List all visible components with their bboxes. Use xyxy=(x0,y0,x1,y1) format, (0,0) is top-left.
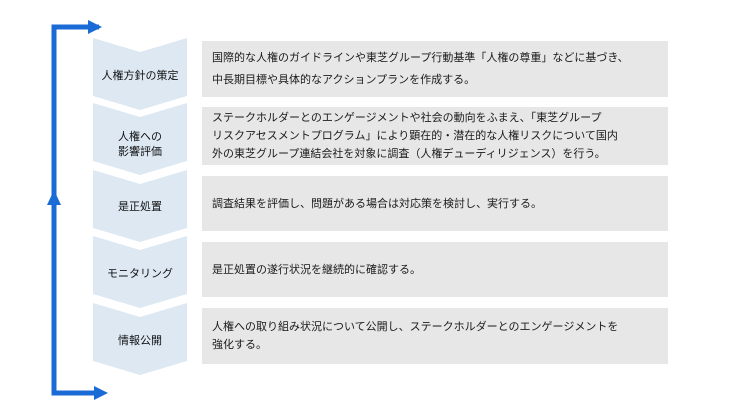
description-text: 人権への取り組み状況について公開し、ステークホルダーとのエンゲージメントを 強化… xyxy=(212,320,619,351)
step-label: 情報公開 xyxy=(118,334,162,347)
description-text: 調査結果を評価し、問題がある場合は対応策を検討し、実行する。 xyxy=(212,196,542,210)
description-text: 国際的な人権のガイドラインや東芝グループ行動基準「人権の尊重」などに基づき、 中… xyxy=(212,51,629,86)
step-impact-assessment: 人権への 影響評価 xyxy=(93,103,187,175)
description-monitoring: 是正処置の遂行状況を継続的に確認する。 xyxy=(202,242,668,297)
description-text: 是正処置の遂行状況を継続的に確認する。 xyxy=(212,262,421,276)
description-impact-assessment: ステークホルダーとのエンゲージメントや社会の動向をふまえ、「東芝グループ リスク… xyxy=(202,107,668,165)
description-corrective-action: 調査結果を評価し、問題がある場合は対応策を検討し、実行する。 xyxy=(202,176,668,231)
step-monitoring: モニタリング xyxy=(93,236,187,308)
step-policy-formulation: 人権方針の策定 xyxy=(93,38,187,110)
step-label: 人権への 影響評価 xyxy=(118,129,162,158)
description-policy-formulation: 国際的な人権のガイドラインや東芝グループ行動基準「人権の尊重」などに基づき、 中… xyxy=(202,41,668,97)
top-arrowhead xyxy=(88,20,102,34)
step-label: 人権方針の策定 xyxy=(101,69,179,82)
bottom-arrowhead xyxy=(94,386,108,400)
chevron-shape xyxy=(93,103,187,175)
chevron-shape xyxy=(93,170,187,242)
step-label: モニタリング xyxy=(107,267,173,280)
up-arrowhead xyxy=(47,190,61,205)
loop-line xyxy=(51,24,99,396)
step-disclosure: 情報公開 xyxy=(93,303,187,375)
description-text: ステークホルダーとのエンゲージメントや社会の動向をふまえ、「東芝グループ リスク… xyxy=(212,111,618,160)
step-corrective-action: 是正処置 xyxy=(93,170,187,242)
chevron-shape xyxy=(93,236,187,308)
description-disclosure: 人権への取り組み状況について公開し、ステークホルダーとのエンゲージメントを 強化… xyxy=(202,308,668,364)
chevron-shape xyxy=(93,38,187,110)
step-label: 是正処置 xyxy=(118,200,162,213)
chevron-shape xyxy=(93,303,187,375)
